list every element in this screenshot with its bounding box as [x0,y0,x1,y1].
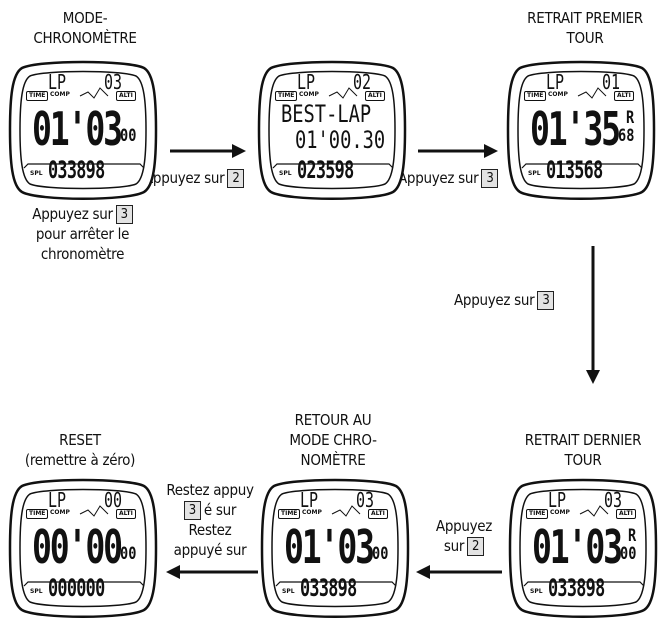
watch-display-6: LP 00 TIME COMP ALTI 00'00 00 SPL 000000 [8,476,158,621]
alti-tag: ALTI [365,91,385,101]
label-retour: RETOUR AU MODE CHRO- NOMÈTRE [289,411,377,469]
watch-display-5: LP 03 TIME COMP ALTI 01'03 00 SPL 033898 [260,476,410,621]
arrow-left-2-icon [166,565,258,579]
time-tag: TIME [26,91,49,101]
key-3-badge: 3 [537,291,555,310]
chrono-hundredths: 00 [620,544,637,564]
chrono-hundredths: 00 [120,126,137,146]
key-3-badge: 3 [115,205,133,224]
recall-indicator: R [626,108,635,128]
label-retrait-dernier: RETRAIT DERNIER TOUR [524,431,642,469]
key-3-badge: 3 [183,501,201,520]
spl-tag: SPL [30,588,43,595]
recall-indicator: R [628,526,637,546]
comp-tag: COMP [550,509,570,516]
lap-number: 01 [602,70,621,94]
split-value: 023598 [297,156,354,184]
split-value: 000000 [48,574,105,602]
comp-tag: COMP [50,509,70,516]
best-lap-label: BEST-LAP [281,100,372,128]
best-lap-value: 01'00.30 [295,126,386,154]
split-value: 033898 [48,156,105,184]
key-2-badge: 2 [227,169,245,188]
lap-number: 03 [356,488,375,512]
watch-display-3: LP 01 TIME COMP ALTI 01'35 R 68 SPL 0135… [506,58,656,203]
alti-tag: ALTI [616,509,636,519]
chrono-main-value: 00'00 [32,520,123,574]
split-value: 013568 [546,156,603,184]
lap-number: 00 [104,488,123,512]
lap-indicator: LP [297,70,316,94]
watch-display-1: LP 03 TIME COMP ALTI 01'03 00 SPL 033898 [8,58,158,203]
lap-number: 03 [104,70,123,94]
spl-tag: SPL [282,588,295,595]
time-tag: TIME [526,509,549,519]
lap-number: 02 [353,70,372,94]
comp-tag: COMP [50,91,70,98]
comp-tag: COMP [548,91,568,98]
spl-tag: SPL [528,170,541,177]
alti-tag: ALTI [368,509,388,519]
lap-number: 03 [604,488,623,512]
lap-indicator: LP [546,70,565,94]
chrono-main-value: 01'03 [32,102,123,156]
spl-tag: SPL [30,170,43,177]
alti-tag: ALTI [116,91,136,101]
spl-tag: SPL [530,588,543,595]
chrono-main-value: 01'35 [530,102,621,156]
lap-indicator: LP [48,70,67,94]
alti-tag: ALTI [116,509,136,519]
lap-indicator: LP [300,488,319,512]
split-value: 033898 [548,574,605,602]
time-tag: TIME [278,509,301,519]
chrono-main-value: 01'03 [284,520,375,574]
time-tag: TIME [26,509,49,519]
spl-tag: SPL [279,170,292,177]
key-3-badge: 3 [481,169,499,188]
time-tag: TIME [524,91,547,101]
time-tag: TIME [275,91,298,101]
chrono-hundredths: 68 [618,126,635,146]
comp-tag: COMP [302,509,322,516]
key-2-badge: 2 [467,537,485,556]
comp-tag: COMP [299,91,319,98]
watch-display-4: LP 03 TIME COMP ALTI 01'03 R 00 SPL 0338… [508,476,658,621]
arrow-down-icon [586,246,600,384]
label-retrait-premier: RETRAIT PREMIER TOUR [527,9,643,47]
lap-indicator: LP [48,488,67,512]
watch-display-2: LP 02 TIME COMP ALTI BEST-LAP 01'00.30 S… [257,58,407,203]
label-mode-chrono: MODE- CHRONOMÈTRE [33,9,137,47]
lap-indicator: LP [548,488,567,512]
arrow-right-1-icon [170,144,246,158]
split-value: 033898 [300,574,357,602]
arrow-right-2-icon [418,144,498,158]
alti-tag: ALTI [614,91,634,101]
chrono-hundredths: 00 [120,544,137,564]
chrono-hundredths: 00 [372,544,389,564]
arrow-left-1-icon [416,565,502,579]
label-reset: RESET (remettre à zéro) [24,431,136,469]
chrono-main-value: 01'03 [532,520,623,574]
